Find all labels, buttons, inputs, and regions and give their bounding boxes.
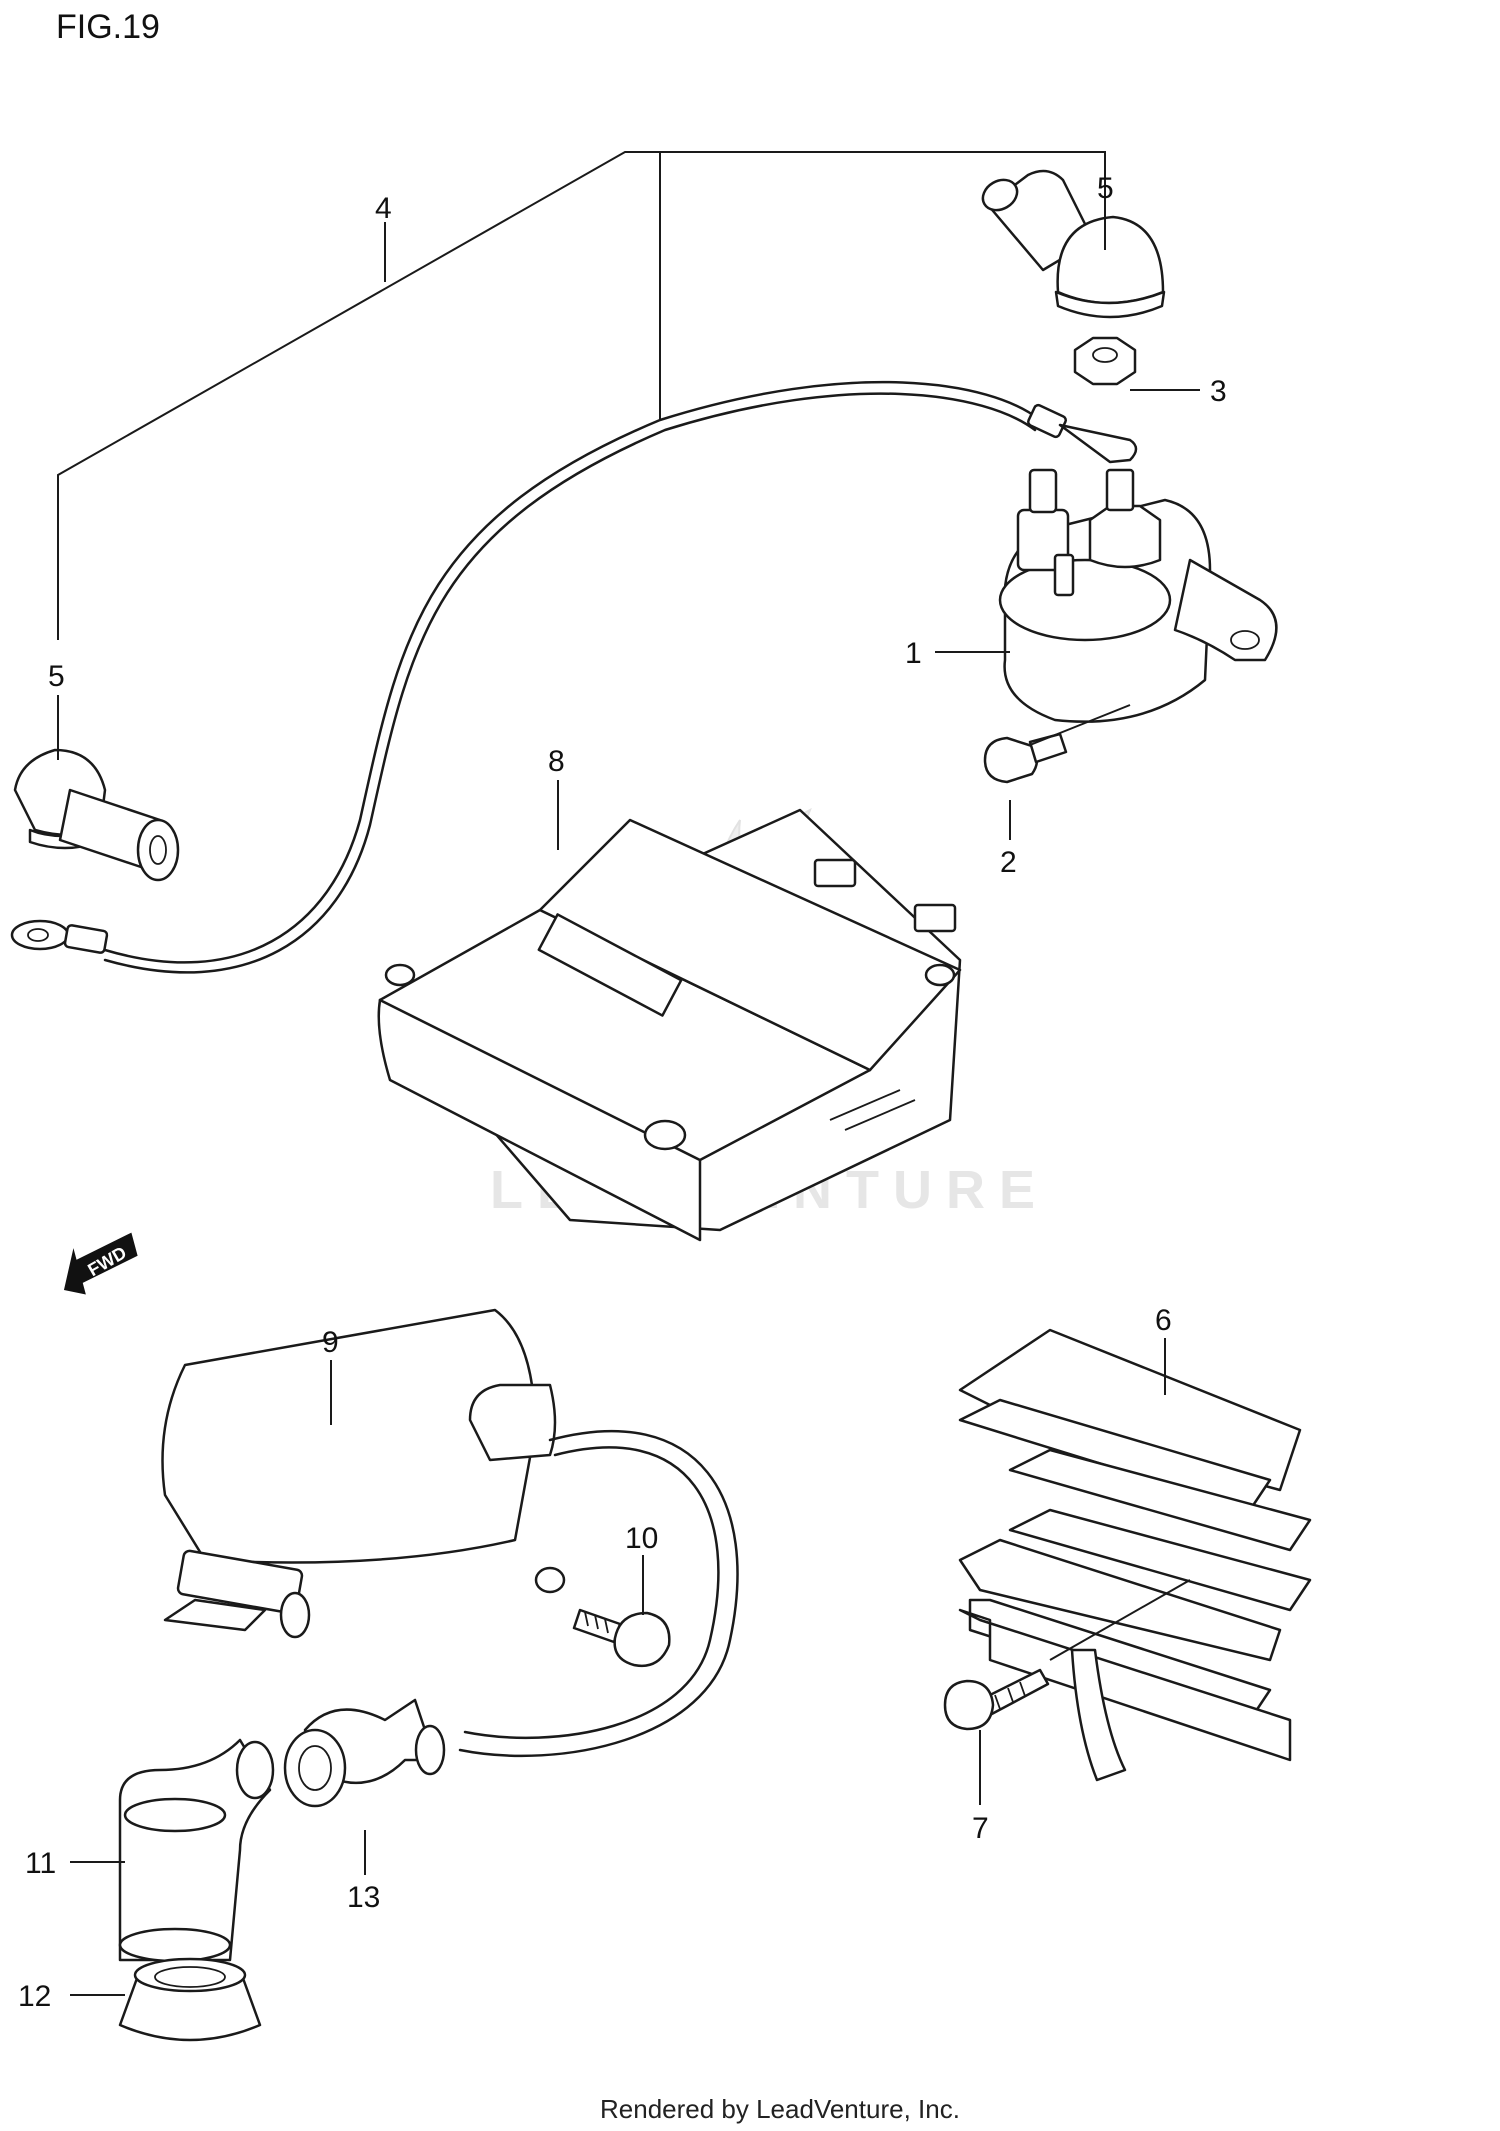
ignition-coil-part-9 xyxy=(161,1308,566,1639)
bolt-part-7 xyxy=(943,1668,1050,1731)
callout-13: 13 xyxy=(347,1881,380,1914)
bracket-lines xyxy=(57,151,1106,640)
callout-5-top: 5 xyxy=(1097,172,1114,205)
cover-part-12 xyxy=(118,1957,262,2042)
starter-relay-part-1 xyxy=(998,468,1278,723)
callout-2: 2 xyxy=(1000,846,1017,879)
footer-credit: Rendered by LeadVenture, Inc. xyxy=(600,2094,960,2124)
callout-9: 9 xyxy=(322,1326,339,1359)
spark-plug-cap-part-11 xyxy=(118,1738,275,1963)
leader-lines xyxy=(57,205,1200,1996)
screw-part-10 xyxy=(572,1608,671,1668)
callout-6: 6 xyxy=(1155,1304,1172,1337)
callout-10: 10 xyxy=(625,1522,658,1555)
callout-5-left: 5 xyxy=(48,660,65,693)
starter-cable-part-4 xyxy=(10,380,1138,974)
ht-lead xyxy=(458,1429,739,1758)
callout-1: 1 xyxy=(905,637,922,670)
fwd-arrow: FWD xyxy=(63,1232,138,1295)
callout-3: 3 xyxy=(1210,375,1227,408)
terminal-boot-part-5-left xyxy=(13,748,180,882)
callout-7: 7 xyxy=(972,1812,989,1845)
nut-part-3 xyxy=(1073,336,1137,386)
callout-11: 11 xyxy=(25,1847,56,1880)
cdi-unit-part-8 xyxy=(377,808,962,1242)
callouts: 4 5 3 1 2 5 8 9 10 6 11 13 7 12 xyxy=(18,172,1227,2013)
seal-part-13 xyxy=(283,1698,446,1808)
callout-8: 8 xyxy=(548,745,565,778)
regulator-part-6 xyxy=(958,1328,1312,1782)
bolt-part-2 xyxy=(983,704,1131,784)
callout-4: 4 xyxy=(375,192,392,225)
terminal-boot-part-5-top xyxy=(981,169,1166,319)
callout-12: 12 xyxy=(18,1980,51,2013)
figure-title: FIG.19 xyxy=(56,8,160,46)
